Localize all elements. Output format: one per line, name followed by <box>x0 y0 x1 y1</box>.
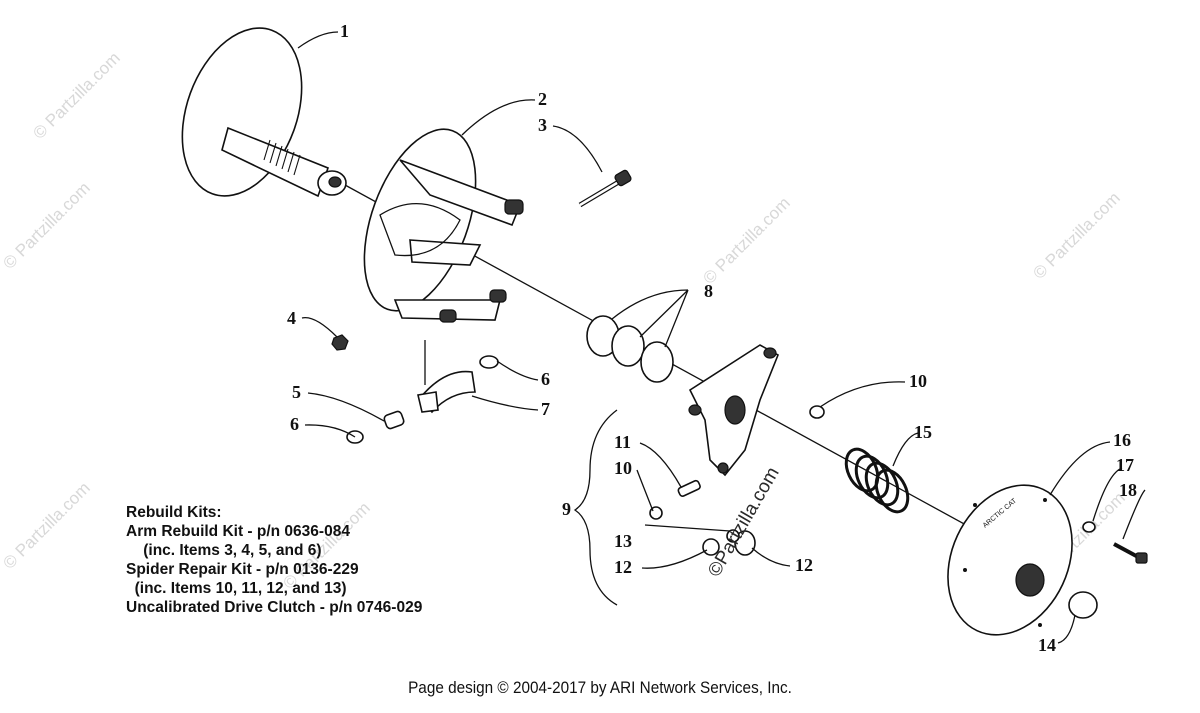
callout-5: 5 <box>292 382 301 402</box>
watermark: © Partzilla.com <box>29 48 123 142</box>
kit-line: Uncalibrated Drive Clutch - p/n 0746-029 <box>126 599 423 616</box>
callout-12: 12 <box>795 555 813 575</box>
watermark: © Partzilla.com <box>0 178 94 272</box>
kit-line: Spider Repair Kit - p/n 0136-229 <box>126 561 359 578</box>
callout-14: 14 <box>1038 635 1056 655</box>
part-9-spider <box>688 344 780 477</box>
rebuild-kits-note: Rebuild Kits: Arm Rebuild Kit - p/n 0636… <box>126 503 422 617</box>
part-14-cap <box>1068 591 1098 619</box>
part-6-washer-upper <box>479 355 499 369</box>
callout-3: 3 <box>538 115 547 135</box>
part-5-roller <box>383 410 405 430</box>
callout-12: 12 <box>614 557 632 577</box>
callout-11: 11 <box>614 432 631 452</box>
callout-16: 16 <box>1113 430 1131 450</box>
kit-line: (inc. Items 10, 11, 12, and 13) <box>126 580 347 597</box>
kit-line: Arm Rebuild Kit - p/n 0636-084 <box>126 523 350 540</box>
part-11-pin <box>677 479 701 497</box>
part-8-spacer-rings <box>586 315 674 383</box>
callout-13: 13 <box>614 531 632 551</box>
part-13-bushing <box>726 529 740 543</box>
part-15-spring <box>844 447 910 514</box>
part-12-washer <box>702 538 720 556</box>
callout-18: 18 <box>1119 480 1137 500</box>
watermark: © Partzilla.com <box>1029 188 1123 282</box>
watermark: © Partzilla.com <box>699 193 793 287</box>
center-watermark: ©Partzilla.com <box>704 464 784 581</box>
callout-labels: 1 2 3 4 5 6 6 7 8 9 10 10 11 12 12 13 14… <box>287 21 1137 655</box>
part-2-movable-sheave <box>363 128 524 323</box>
part-10-button <box>809 405 825 419</box>
part-3-bolt <box>578 169 632 208</box>
page-footer-copyright: Page design © 2004-2017 by ARI Network S… <box>408 678 792 697</box>
watermark: © Partzilla.com <box>0 478 94 572</box>
callout-4: 4 <box>287 308 296 328</box>
callout-9: 9 <box>562 499 571 519</box>
callout-8: 8 <box>704 281 713 301</box>
callout-1: 1 <box>340 21 349 41</box>
callout-6: 6 <box>541 369 550 389</box>
callout-2: 2 <box>538 89 547 109</box>
part-4-nut <box>331 334 349 351</box>
callout-10: 10 <box>909 371 927 391</box>
callout-17: 17 <box>1116 455 1134 475</box>
callout-15: 15 <box>914 422 932 442</box>
part-17-washer <box>1082 521 1096 533</box>
callout-7: 7 <box>541 399 550 419</box>
part-12-roller <box>734 530 756 556</box>
leader-lines <box>297 31 1146 644</box>
callout-10: 10 <box>614 458 632 478</box>
part-1-fixed-sheave <box>181 27 347 198</box>
rebuild-kits-heading: Rebuild Kits: <box>126 504 222 521</box>
part-18-bolt <box>1113 542 1148 564</box>
kit-line: (inc. Items 3, 4, 5, and 6) <box>126 542 322 559</box>
part-7-cam-arm <box>417 370 476 414</box>
part-16-cover: ARCTIC CAT <box>947 484 1073 636</box>
callout-6: 6 <box>290 414 299 434</box>
